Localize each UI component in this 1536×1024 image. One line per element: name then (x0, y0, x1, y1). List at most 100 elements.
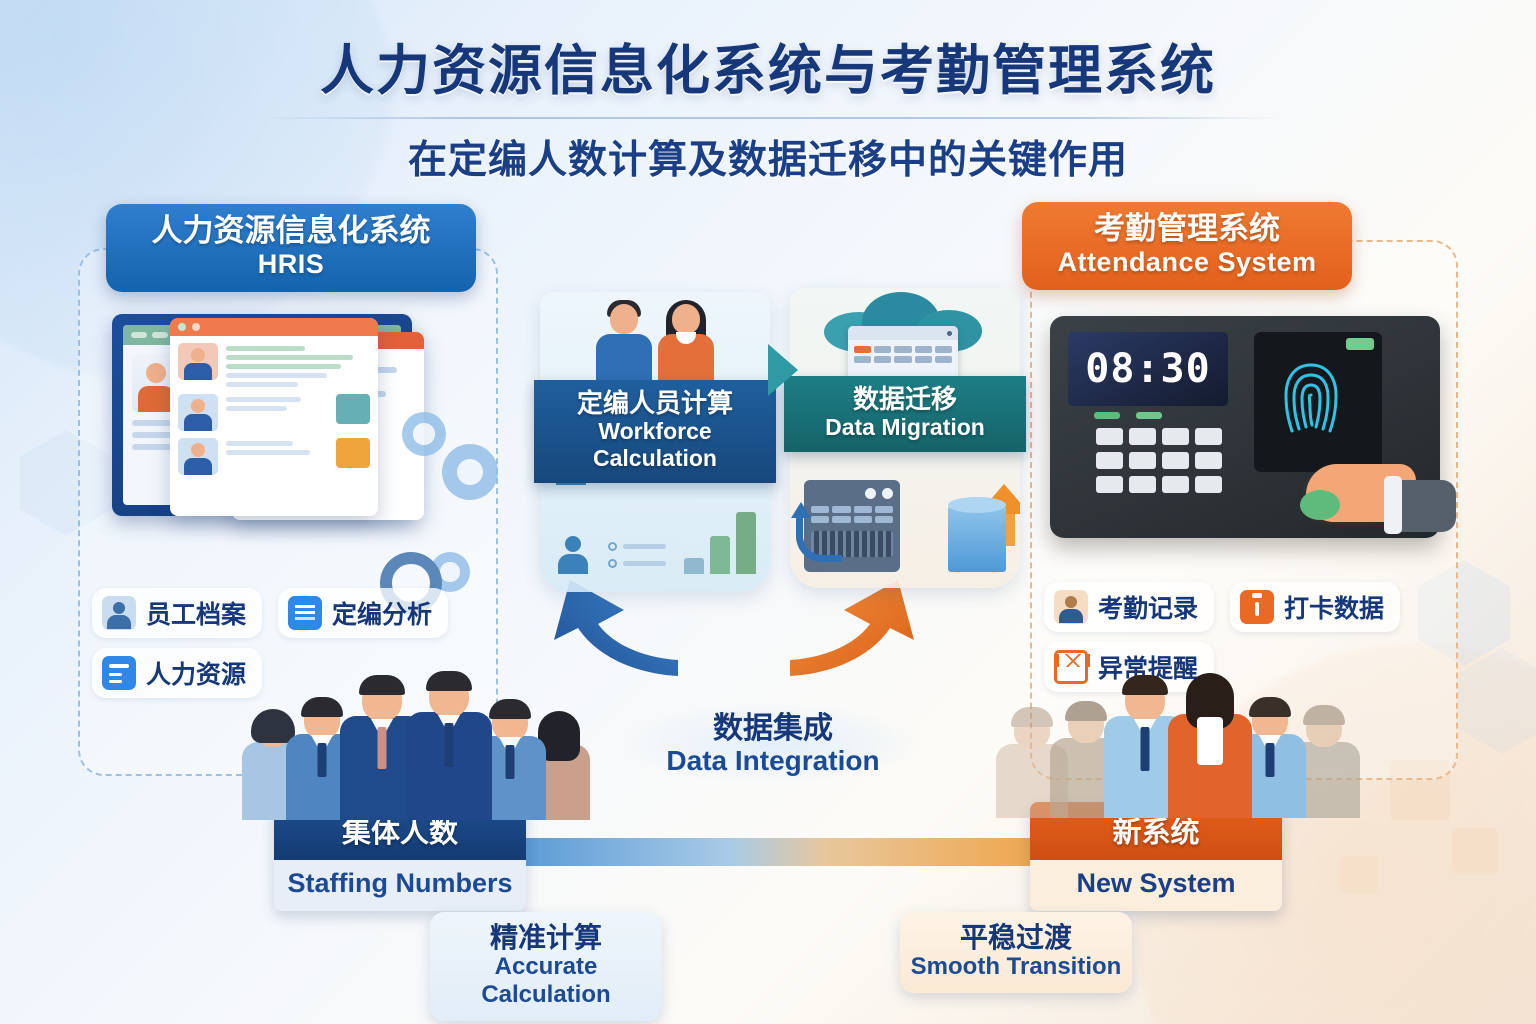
data-grid (848, 340, 958, 369)
feature-label: 打卡数据 (1284, 595, 1385, 623)
clock-time: 08:30 (1085, 346, 1211, 392)
keypad[interactable] (1096, 428, 1222, 493)
employee-records-window (170, 318, 378, 516)
attendance-badge[interactable]: 考勤管理系统 Attendance System (1022, 202, 1352, 290)
user-icon (1054, 590, 1088, 624)
list-icon (102, 656, 136, 690)
scanner-led (1346, 338, 1374, 350)
status-led (1094, 412, 1120, 419)
keypad-key[interactable] (1162, 476, 1189, 493)
mail-icon (1054, 650, 1088, 684)
workforce-card-banner: 定编人员计算 Workforce Calculation (534, 380, 776, 483)
person-silhouette-icon (556, 534, 590, 574)
accurate-title-cn: 精准计算 (489, 922, 602, 953)
data-integration-label: 数据集成 Data Integration (623, 702, 923, 785)
feature-label: 考勤记录 (1098, 595, 1199, 623)
person-female (656, 300, 716, 380)
hexagon-shape (1418, 560, 1510, 666)
clock-display: 08:30 (1068, 332, 1228, 406)
blue-curved-arrow (554, 580, 678, 676)
keypad-key[interactable] (1195, 476, 1222, 493)
page-subtitle: 在定编人数计算及数据迁移中的关键作用 (407, 139, 1128, 182)
gear-icon (442, 444, 498, 500)
window-titlebar (848, 326, 958, 340)
chart-swatch (336, 438, 370, 468)
keypad-key[interactable] (1195, 428, 1222, 445)
accurate-calculation-box[interactable]: 精准计算 Accurate Calculation (430, 912, 662, 1022)
employee-details (226, 394, 328, 431)
staffing-numbers-box[interactable]: 集体人数 Staffing Numbers (274, 802, 526, 911)
employee-photo (178, 394, 218, 431)
keypad-key[interactable] (1096, 452, 1123, 469)
feature-label: 人力资源 (146, 661, 247, 689)
gear-icon (402, 412, 446, 456)
keypad-key[interactable] (1129, 452, 1156, 469)
hris-monitor-illustration (112, 314, 498, 614)
workforce-calculation-card[interactable]: 350 ▸ 410 定编人员计算 Workforce Calculation (534, 292, 776, 592)
migration-title-cn: 数据迁移 (852, 384, 957, 414)
employee-row (178, 438, 370, 475)
server-indicators (811, 488, 893, 499)
keypad-key[interactable] (1096, 476, 1123, 493)
data-migration-card[interactable]: 数据迁移 Data Migration (784, 288, 1026, 588)
workforce-chart (556, 512, 756, 574)
migration-title-en: Data Migration (825, 413, 985, 440)
square-shape (1340, 856, 1378, 894)
keypad-key[interactable] (1129, 476, 1156, 493)
clipboard-icon (1240, 590, 1275, 624)
checklist (608, 542, 666, 574)
user-icon (102, 596, 136, 630)
status-led (1136, 412, 1162, 419)
document-icon (288, 596, 323, 630)
square-shape (1452, 828, 1498, 874)
bidirectional-arrow (446, 822, 1080, 882)
smooth-transition-box[interactable]: 平稳过渡 Smooth Transition (900, 912, 1132, 994)
person-figure (1168, 673, 1252, 818)
attendance-badge-cn: 考勤管理系统 (1094, 211, 1280, 246)
integration-title-en: Data Integration (666, 745, 880, 776)
integration-title-cn: 数据集成 (713, 712, 833, 745)
keypad-key[interactable] (1162, 428, 1189, 445)
page-title: 人力资源信息化系统与考勤管理系统 (320, 41, 1216, 101)
accurate-title-en: Accurate Calculation (481, 953, 611, 1009)
keypad-key[interactable] (1096, 428, 1123, 445)
staff-group-right (996, 668, 1360, 818)
attendance-feature-list: 考勤记录 打卡数据 异常提醒 (1044, 582, 1436, 692)
orange-curved-arrow (790, 580, 914, 676)
hris-badge-cn: 人力资源信息化系统 (151, 213, 431, 248)
window-titlebar (170, 318, 378, 336)
database-icon (948, 497, 1006, 572)
new-system-box[interactable]: 新系统 New System (1030, 802, 1282, 911)
transfer-arrow-icon (791, 502, 842, 562)
keypad-key[interactable] (1129, 428, 1156, 445)
person-figure (406, 671, 492, 820)
terminal-body: 08:30 (1050, 316, 1456, 538)
employee-row (178, 343, 370, 387)
feature-pill[interactable]: 考勤记录 (1044, 582, 1215, 632)
keypad-key[interactable] (1162, 452, 1189, 469)
feature-pill[interactable]: 员工档案 (92, 588, 263, 638)
smooth-title-en: Smooth Transition (910, 953, 1122, 981)
bar-chart (684, 512, 756, 574)
employee-list (170, 336, 378, 482)
feature-pill[interactable]: 打卡数据 (1230, 582, 1401, 632)
card-flow-arrow-icon (768, 344, 798, 396)
keypad-key[interactable] (1195, 452, 1222, 469)
infographic-stage: 人力资源信息化系统 HRIS (78, 196, 1458, 1022)
server-icon (804, 480, 900, 572)
employee-details (226, 438, 328, 475)
attendance-badge-en: Attendance System (1057, 246, 1317, 277)
feature-label: 员工档案 (146, 601, 247, 629)
workforce-title-cn: 定编人员计算 (576, 388, 733, 418)
fingerprint-icon (1284, 363, 1338, 433)
feature-label: 定编分析 (332, 601, 433, 629)
hris-badge[interactable]: 人力资源信息化系统 HRIS (106, 204, 476, 292)
hris-feature-list: 员工档案 定编分析 人力资源 (92, 588, 484, 698)
staffing-title-en: Staffing Numbers (274, 860, 526, 911)
title-divider (258, 117, 1278, 119)
feature-pill[interactable]: 定编分析 (278, 588, 449, 638)
title-block: 人力资源信息化系统与考勤管理系统 在定编人数计算及数据迁移中的关键作用 (0, 26, 1536, 185)
attendance-terminal-illustration: 08:30 (1050, 306, 1470, 556)
fingerprint-panel[interactable] (1254, 332, 1382, 472)
feature-pill[interactable]: 人力资源 (92, 648, 263, 698)
